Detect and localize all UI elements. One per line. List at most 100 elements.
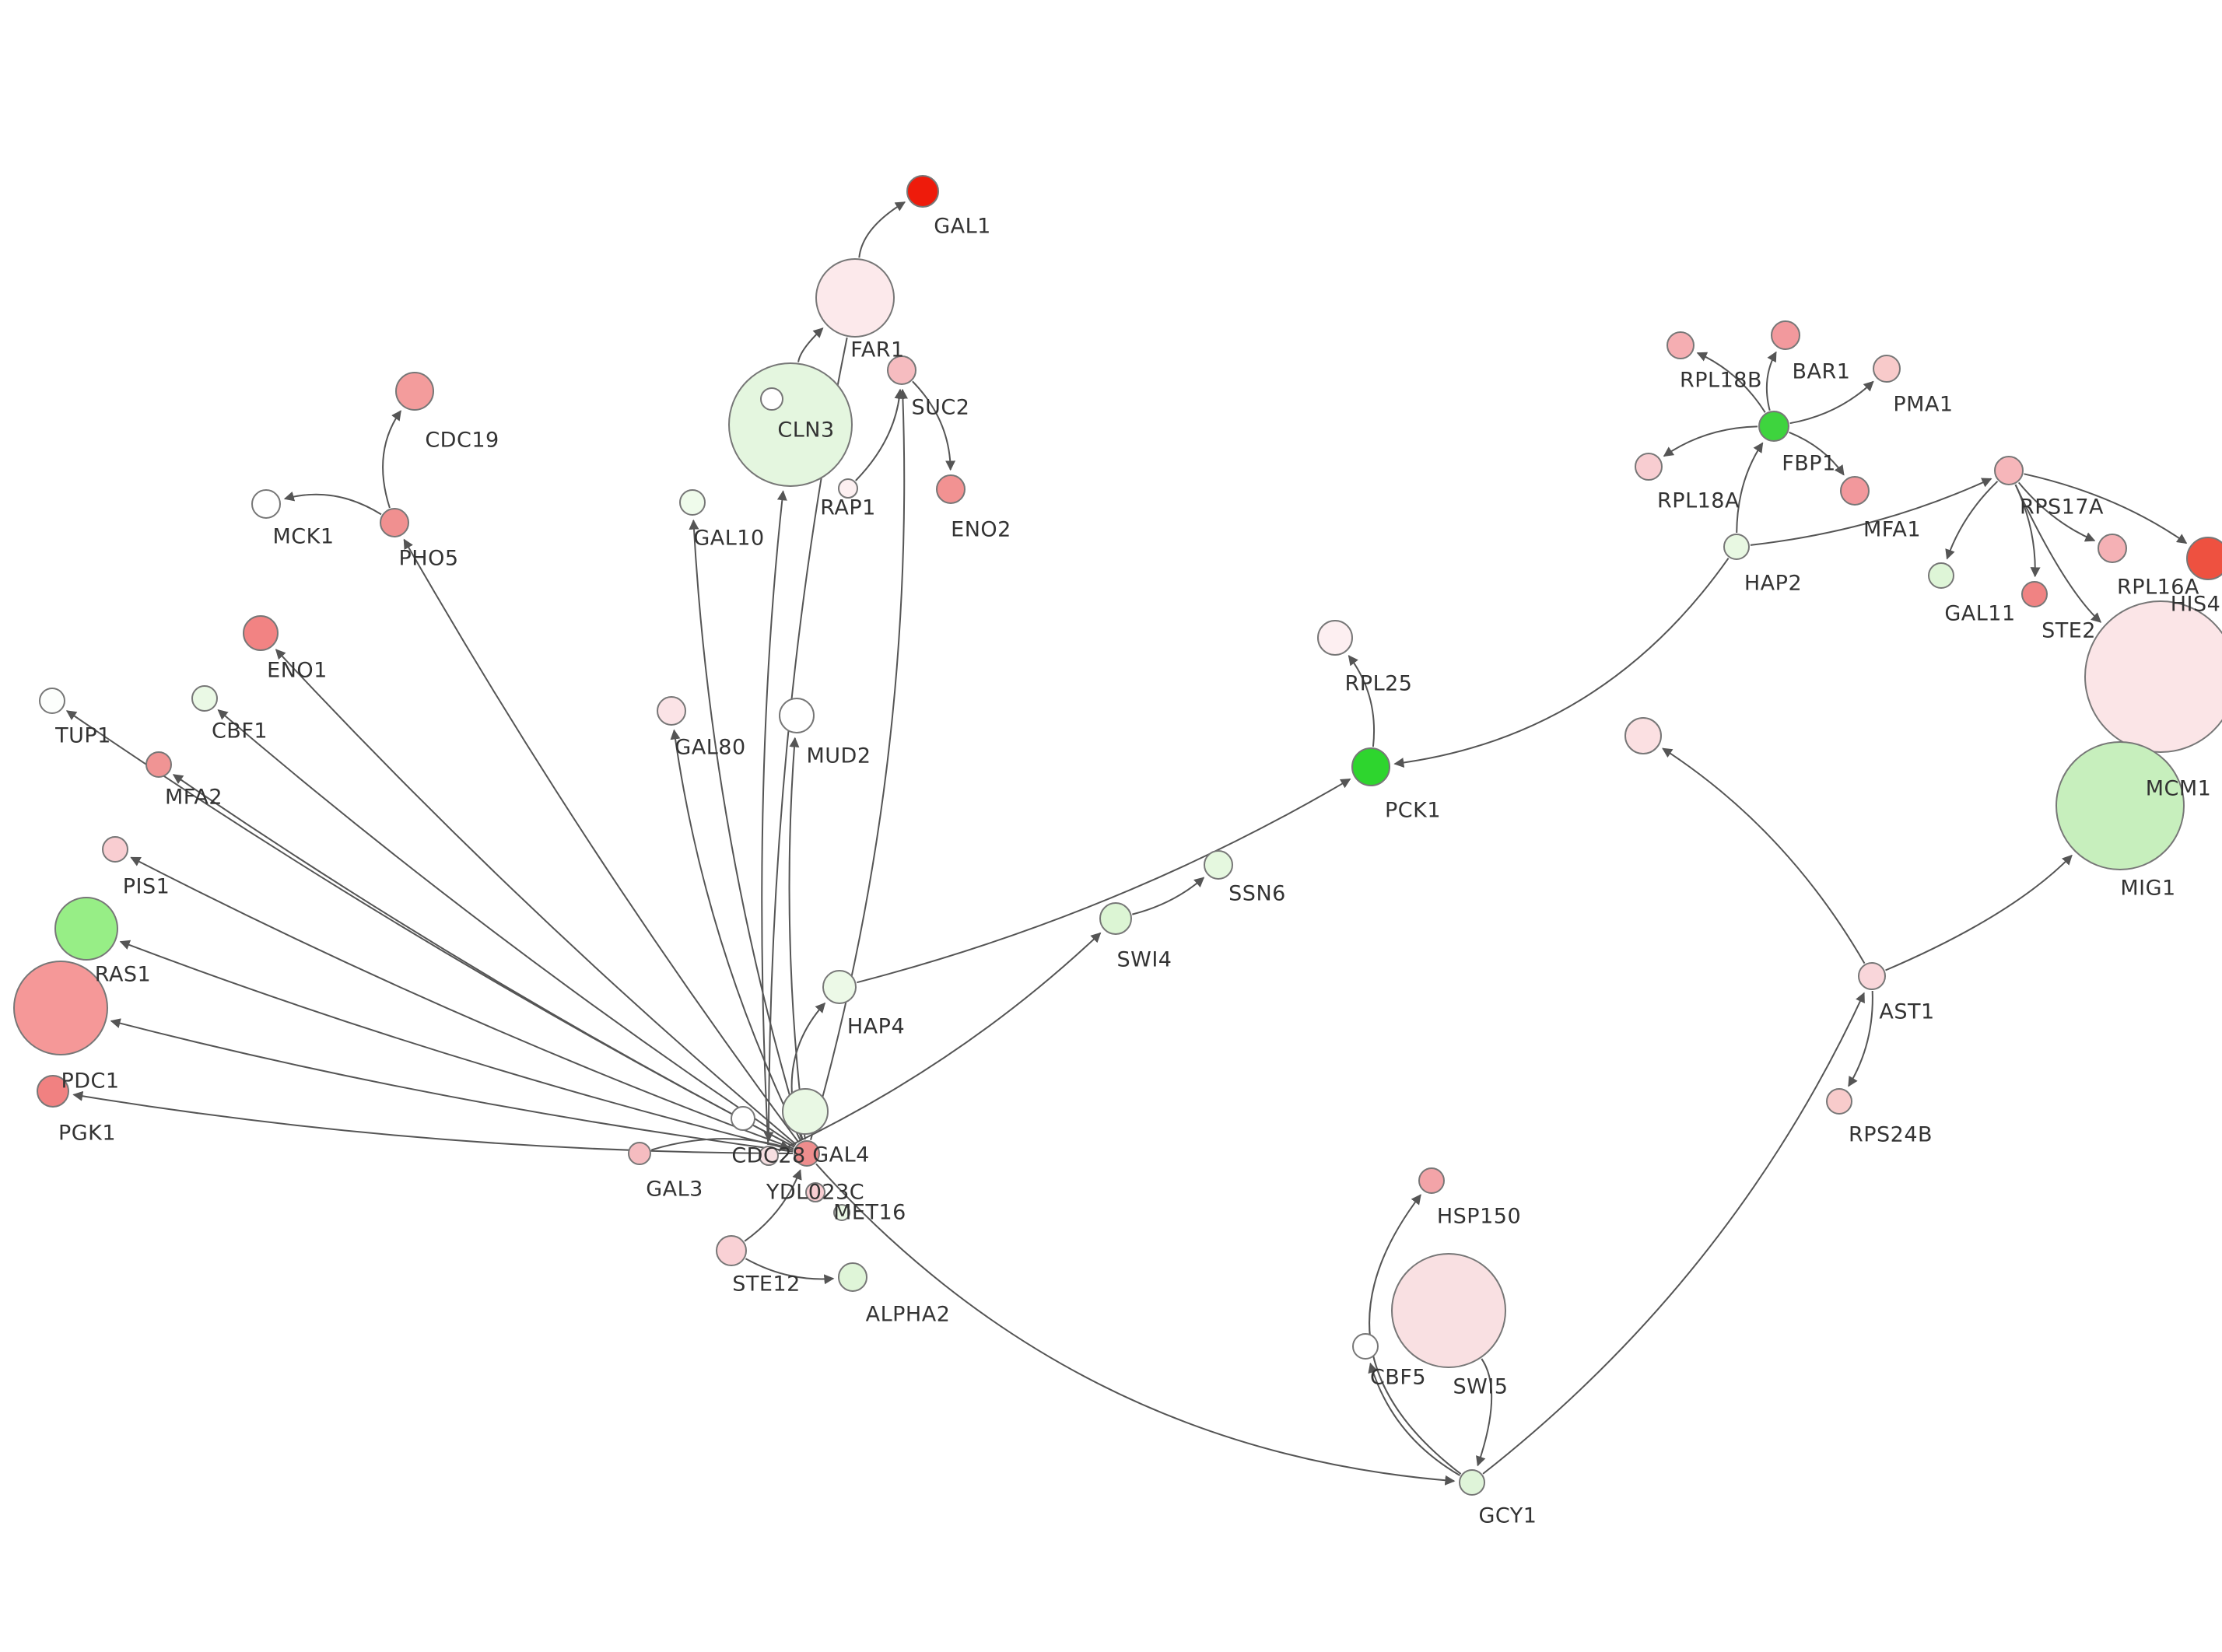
node-rps17a[interactable] [1994,456,2024,485]
node-ast1[interactable] [1858,962,1886,990]
node-swi4[interactable] [1099,902,1132,935]
node-rpl18b[interactable] [1666,331,1695,359]
node-cbf5[interactable] [1352,1333,1379,1360]
edge-rps17a-mcm1[interactable] [2014,484,2102,623]
node-rap1[interactable] [838,478,858,499]
node-eno1[interactable] [243,615,279,651]
node-hsp150[interactable] [1418,1167,1445,1194]
edge-fbp1-pma1[interactable] [1789,380,1874,425]
node-gcy1[interactable] [1459,1469,1485,1496]
node-mud2[interactable] [779,698,815,733]
node-gal10[interactable] [679,489,706,516]
node-rpl16a[interactable] [2098,534,2127,563]
edge-rap1-suc2[interactable] [855,388,905,481]
node-mig1[interactable] [2056,741,2185,870]
node-tup1[interactable] [39,688,65,714]
edge-fbp1-rpl18b[interactable] [1696,352,1766,413]
node-mck1[interactable] [251,489,281,519]
node-pis1[interactable] [102,836,128,863]
node-rpl18a[interactable] [1635,453,1663,481]
node-swi5[interactable] [1391,1253,1506,1368]
node-hap2[interactable] [1723,534,1750,560]
edge-cdc28-swi4[interactable] [778,932,1102,1152]
node-ydl023c[interactable] [805,1182,825,1202]
node-cdc19[interactable] [395,372,434,411]
edge-suc2-eno2[interactable] [912,380,956,471]
node-met16[interactable] [833,1204,850,1221]
node-pgk1[interactable] [37,1075,69,1108]
edge-pho5-cdc19[interactable] [382,410,401,509]
edge-ast1-rps24b[interactable] [1848,990,1873,1087]
edge-gal3-gal4[interactable] [651,1138,791,1151]
edge-swi4-ssn6[interactable] [1132,877,1205,915]
edge-rps17a-rpl16a[interactable] [2017,481,2096,542]
edge-rps17a-gal11[interactable] [1945,481,1999,560]
node-far1[interactable] [815,258,895,338]
edge-gal4-cbf1[interactable] [217,709,796,1146]
edge-pck1-rpl25[interactable] [1348,655,1376,747]
node-gal11[interactable] [1928,562,1954,589]
node-mfa2[interactable] [145,751,172,778]
node-ste2[interactable] [2021,581,2048,607]
node-n2[interactable] [782,1088,829,1135]
edge-gal4-pdc1[interactable] [110,1018,794,1153]
node-hap4[interactable] [822,970,857,1004]
edge-gal4-gal10[interactable] [689,519,804,1141]
edge-far1-gal1[interactable] [858,201,906,258]
node-suc2[interactable] [887,355,916,385]
node-n3[interactable] [731,1106,755,1131]
edge-ste12-gal4[interactable] [744,1169,802,1242]
edge-gal4-ras1[interactable] [119,940,794,1151]
edge-fbp1-mfa1[interactable] [1789,431,1845,476]
node-mcm1[interactable] [2084,600,2222,753]
node-bar1[interactable] [1771,320,1800,350]
edge-hap4-pck1[interactable] [857,778,1351,984]
node-gal1[interactable] [906,175,939,208]
node-alpha2[interactable] [838,1262,867,1292]
node-his4[interactable] [2186,537,2222,580]
edge-gal4-suc2[interactable] [810,388,908,1140]
edge-gal4-pho5[interactable] [403,538,800,1143]
edge-gcy1-cbf5[interactable] [1368,1362,1460,1476]
edge-gal4-gal80[interactable] [670,729,801,1142]
edge-fbp1-rpl18a[interactable] [1663,425,1758,457]
node-eno2[interactable] [936,474,966,504]
node-gal3[interactable] [628,1142,651,1165]
node-fbp1[interactable] [1758,411,1789,442]
edge-rps17a-his4[interactable] [2024,473,2188,544]
node-pdc1[interactable] [13,961,108,1055]
edge-gal4-eno1[interactable] [275,649,797,1146]
node-n1[interactable] [760,387,783,411]
node-pck1[interactable] [1351,747,1390,786]
edge-cdc28-cln3[interactable] [761,490,787,1146]
edge-ste12-alpha2[interactable] [745,1258,835,1285]
edge-ast1-mig1[interactable] [1885,854,2073,971]
edge-gal4-pis1[interactable] [130,856,794,1150]
node-rpl25[interactable] [1317,620,1353,656]
edge-cln3-far1[interactable] [797,327,824,362]
node-pho5[interactable] [380,508,409,537]
node-n4[interactable] [1624,717,1662,754]
edge-hap2-rps17a[interactable] [1750,478,1992,546]
edge-gcy1-ast1[interactable] [1482,992,1865,1475]
edge-gal4-pgk1[interactable] [72,1090,794,1154]
node-gal4[interactable] [794,1140,820,1167]
node-cbf1[interactable] [191,685,218,712]
edge-pho5-mck1[interactable] [283,491,382,516]
node-gal80[interactable] [657,696,686,726]
edge-fbp1-bar1[interactable] [1765,351,1777,411]
edge-gal4-mfa2[interactable] [172,774,795,1148]
node-ras1[interactable] [54,897,118,961]
node-ssn6[interactable] [1204,850,1233,880]
edge-gal4-gcy1[interactable] [815,1163,1456,1486]
node-cdc28[interactable] [759,1146,779,1166]
node-ste12[interactable] [716,1235,747,1266]
edge-gal4-mud2[interactable] [788,737,806,1140]
node-cln3[interactable] [728,362,853,487]
edge-hap2-pck1[interactable] [1393,558,1730,768]
node-pma1[interactable] [1873,355,1901,383]
edge-swi5-gcy1[interactable] [1476,1358,1493,1467]
node-rps24b[interactable] [1826,1088,1852,1115]
node-mfa1[interactable] [1840,476,1870,506]
